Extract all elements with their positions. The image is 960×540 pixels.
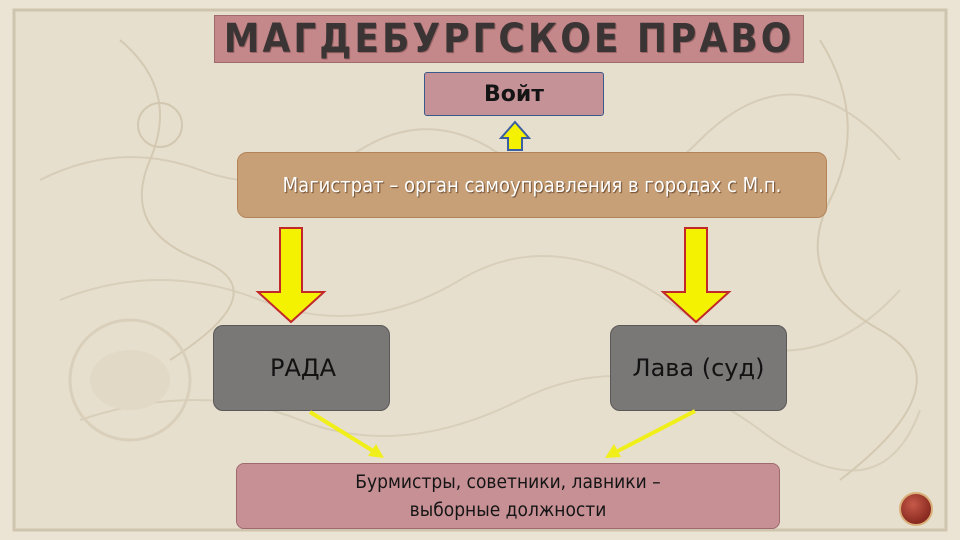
magistrat-box: Магистрат – орган самоуправления в город… <box>237 152 827 218</box>
voit-label: Войт <box>483 81 545 107</box>
elected-officials-box: Бурмистры, советники, лавники – выборные… <box>236 463 780 529</box>
nav-dot-icon[interactable] <box>899 492 933 526</box>
slide-title: МАГДЕБУРГСКОЕ ПРАВО <box>223 16 795 62</box>
rada-box: РАДА <box>213 325 390 411</box>
title-box: МАГДЕБУРГСКОЕ ПРАВО <box>214 15 804 63</box>
elected-line-1: Бурмистры, советники, лавники – <box>355 471 661 493</box>
voit-box: Войт <box>424 72 604 116</box>
rada-label: РАДА <box>270 354 337 382</box>
lava-label: Лава (суд) <box>632 354 765 382</box>
elected-line-2: выборные должности <box>409 499 607 521</box>
lava-box: Лава (суд) <box>610 325 787 411</box>
magistrat-label: Магистрат – орган самоуправления в город… <box>282 173 782 197</box>
